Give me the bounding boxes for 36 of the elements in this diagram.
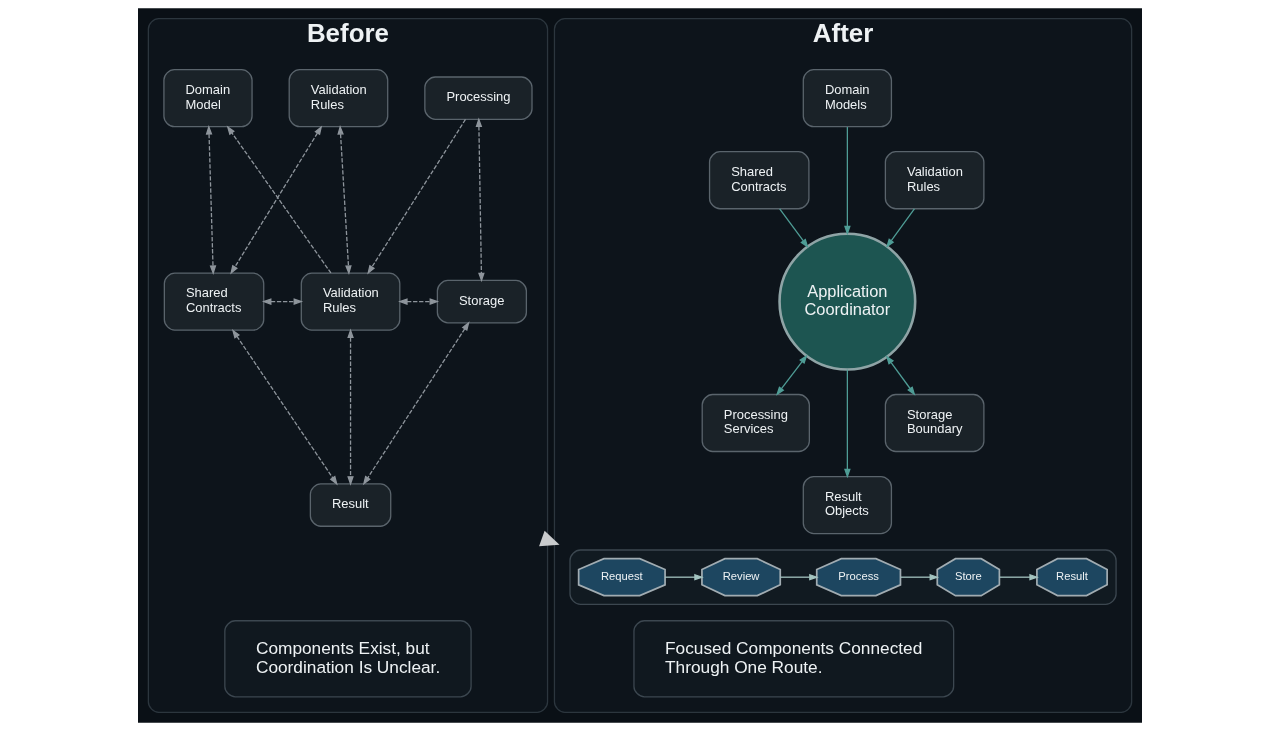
node-box: Storage Boundary <box>884 393 985 453</box>
arrow <box>475 117 485 283</box>
arrow <box>231 328 338 486</box>
node-box: Validation Rules <box>300 272 401 331</box>
node-box: Components Exist, but Coordination Is Unclear. <box>224 620 472 698</box>
node-circle: Application Coordinator <box>778 232 917 371</box>
node-box: Validation Rules <box>884 151 985 210</box>
node-box: Processing Services <box>701 393 810 453</box>
arrow <box>398 298 440 305</box>
arrow <box>337 125 352 275</box>
arrow <box>998 573 1039 581</box>
arrow <box>885 208 916 248</box>
arrow <box>261 298 304 305</box>
arrow <box>844 369 851 479</box>
node-box: Result Objects <box>802 475 893 535</box>
node-box: Domain Models <box>802 69 893 128</box>
arrow <box>779 208 809 249</box>
node-box: Result <box>309 483 392 527</box>
arrow <box>347 328 354 486</box>
arrow <box>664 573 704 581</box>
node-box: Storage <box>436 279 528 324</box>
arrow <box>775 354 808 396</box>
arrow <box>779 573 819 581</box>
node-box: Shared Contracts <box>708 151 810 210</box>
arrow <box>362 321 470 486</box>
arrow <box>205 125 217 275</box>
node-box: Domain Model <box>163 69 253 128</box>
node-box: Focused Components Connected Through One Route. <box>633 620 955 698</box>
arrow <box>367 118 467 275</box>
cluster <box>569 549 1117 605</box>
node-box: Validation Rules <box>288 69 389 128</box>
node-box: Shared Contracts <box>163 272 265 331</box>
arrow <box>844 126 851 236</box>
node-box: Processing <box>424 76 533 120</box>
arrow <box>885 355 916 396</box>
arrow <box>899 573 940 581</box>
